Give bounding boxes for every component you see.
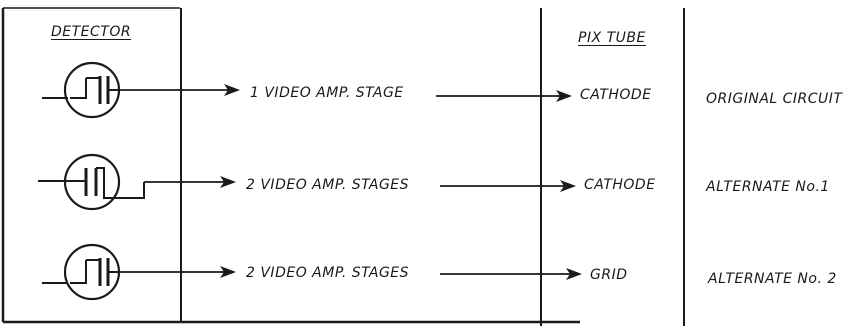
detector-tube-3 (42, 243, 121, 301)
row2-circuit-label: ALTERNATE No.1 (706, 179, 830, 195)
row1-target-label: CATHODE (580, 87, 652, 103)
row2-arrow-1 (220, 176, 236, 188)
detector-header: DETECTOR (51, 24, 132, 40)
row1-circuit-label: ORIGINAL CIRCUIT (706, 91, 843, 107)
row3-arrow-1 (220, 266, 236, 278)
row1-stage-label: 1 VIDEO AMP. STAGE (250, 85, 404, 101)
detector-tube-1 (42, 61, 121, 119)
detector-tube-2 (38, 153, 145, 211)
row3-target-label: GRID (590, 267, 628, 283)
row2-arrow-2 (560, 180, 576, 192)
row1-arrow-1 (224, 84, 240, 96)
row2-stage-label: 2 VIDEO AMP. STAGES (246, 177, 410, 193)
pix-tube-header: PIX TUBE (578, 30, 646, 46)
row3-circuit-label: ALTERNATE No. 2 (708, 271, 837, 287)
row2-target-label: CATHODE (584, 177, 656, 193)
row3-stage-label: 2 VIDEO AMP. STAGES (246, 265, 410, 281)
row3-arrow-2 (566, 268, 582, 280)
row1-arrow-2 (556, 90, 572, 102)
